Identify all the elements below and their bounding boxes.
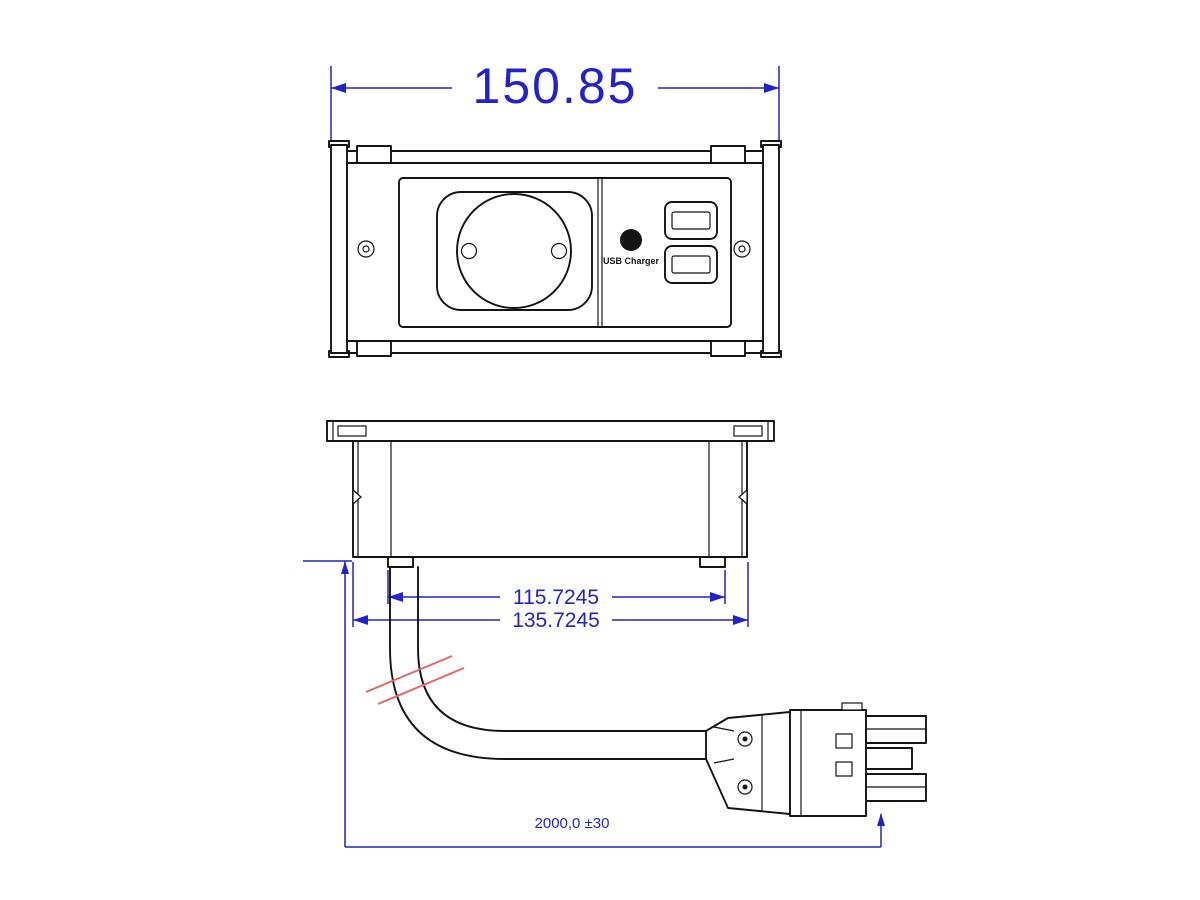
break-mark-1 xyxy=(365,655,453,693)
cover-plate xyxy=(326,420,775,442)
screw-right xyxy=(733,240,751,258)
schuko-socket xyxy=(436,191,593,311)
usb-port-top xyxy=(664,201,718,240)
cable xyxy=(365,566,707,760)
dimension-cable-length: 2000,0 ±30 xyxy=(303,560,885,848)
connector-plug xyxy=(705,702,927,817)
bottom-view: 115.7245 135.7245 xyxy=(326,420,775,632)
insert-panel xyxy=(398,177,732,328)
cable-length-value: 2000,0 ±30 xyxy=(535,815,610,832)
outer-width-value: 135.7245 xyxy=(512,609,600,632)
top-clip-left xyxy=(356,145,392,164)
wall-notch-right xyxy=(738,488,748,506)
terminal-top xyxy=(835,733,853,749)
dim-arrow-right xyxy=(764,83,779,93)
socket-pin-hole-right xyxy=(550,242,568,260)
usb-port-bottom xyxy=(664,245,718,284)
connector-screw-top xyxy=(737,731,753,747)
plug-body xyxy=(789,709,867,817)
bottom-clip-right xyxy=(710,340,746,357)
top-clip-right xyxy=(710,145,746,164)
socket-pin-hole-left xyxy=(460,242,478,260)
bottom-clip-left xyxy=(356,340,392,357)
plug-latch-tab xyxy=(841,702,863,711)
socket-well xyxy=(456,193,572,309)
dimension-inner-width: 115.7245 xyxy=(387,570,726,609)
dimension-overall-width: 150.85 xyxy=(330,58,780,141)
usb-charger-module: USB Charger xyxy=(603,201,718,284)
overall-width-value: 150.85 xyxy=(473,58,638,114)
housing-under xyxy=(352,440,748,568)
foot-left xyxy=(387,556,414,568)
usb-charger-label: USB Charger xyxy=(603,256,660,266)
housing xyxy=(346,145,764,357)
front-view: 150.85 xyxy=(328,58,782,358)
inner-width-value: 115.7245 xyxy=(513,586,599,609)
strain-relief xyxy=(705,711,791,815)
connector-screw-bottom xyxy=(737,779,753,795)
terminal-bottom xyxy=(835,761,853,777)
wall-notch-left xyxy=(352,488,362,506)
break-mark-2 xyxy=(377,667,465,705)
dim-arrow-left xyxy=(331,83,346,93)
usb-indicator-icon xyxy=(620,229,642,251)
contact-housing-mid xyxy=(865,747,913,770)
screw-left xyxy=(357,240,375,258)
foot-right xyxy=(699,556,726,568)
dimension-outer-width: 135.7245 xyxy=(352,562,749,632)
